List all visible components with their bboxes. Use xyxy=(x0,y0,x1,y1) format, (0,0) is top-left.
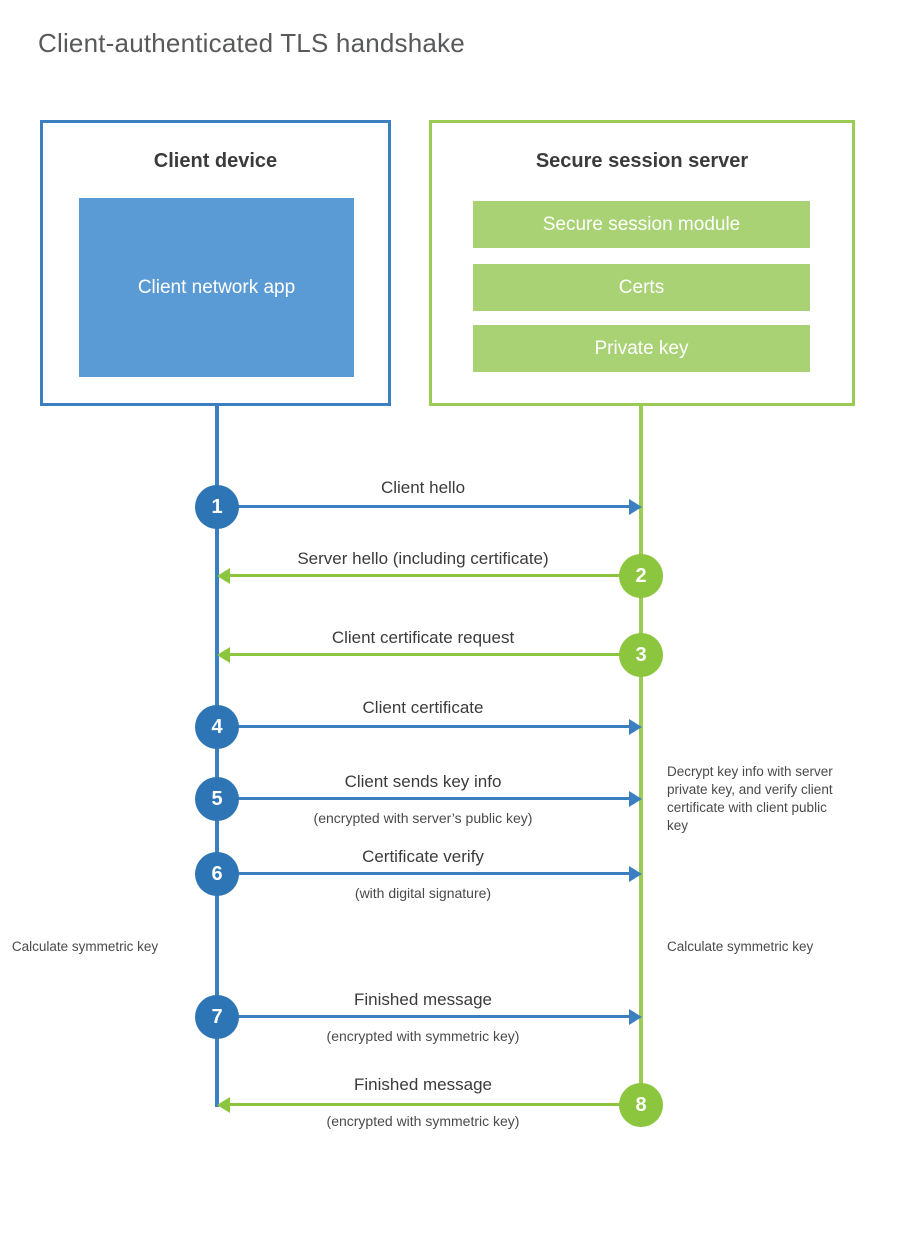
step-7-sublabel: (encrypted with symmetric key) xyxy=(326,1028,520,1044)
step-5-label: Client sends key info xyxy=(344,772,502,791)
step-8-label: Finished message xyxy=(354,1075,492,1094)
step-6-label: Certificate verify xyxy=(362,847,484,866)
step-1-arrow-line xyxy=(217,505,629,508)
step-8-arrow-line xyxy=(230,1103,641,1106)
page-title: Client-authenticated TLS handshake xyxy=(38,28,465,58)
step-8-arrow-head-icon xyxy=(217,1097,230,1113)
step-8-circle: 8 xyxy=(619,1083,663,1127)
step-1-arrow-head-icon xyxy=(629,499,642,515)
step-5-circle: 5 xyxy=(195,777,239,821)
step-4-arrow-line xyxy=(217,725,629,728)
step-2-circle: 2 xyxy=(619,554,663,598)
step-3-circle: 3 xyxy=(619,633,663,677)
step-4-circle: 4 xyxy=(195,705,239,749)
step-5-arrow-head-icon xyxy=(629,791,642,807)
secure-session-server-box: Secure session server Secure session mod… xyxy=(429,120,855,406)
server-calculate-symmetric-key-note: Calculate symmetric key xyxy=(667,939,814,954)
step-5-arrow-line xyxy=(217,797,629,800)
step-6-arrow-head-icon xyxy=(629,866,642,882)
step-8-sublabel: (encrypted with symmetric key) xyxy=(326,1113,520,1129)
client-device-title: Client device xyxy=(153,150,278,172)
client-lifeline xyxy=(215,405,219,1107)
server-bar-private-key: Private key xyxy=(473,325,810,372)
step-4-arrow-head-icon xyxy=(629,719,642,735)
secure-session-server-title: Secure session server xyxy=(535,150,749,172)
step-3-arrow-line xyxy=(230,653,641,656)
client-calculate-symmetric-key-note: Calculate symmetric key xyxy=(11,939,159,954)
step-1-label: Client hello xyxy=(380,478,466,497)
server-bar-secure-session-module: Secure session module xyxy=(473,201,810,248)
step-2-arrow-line xyxy=(230,574,641,577)
step-3-label: Client certificate request xyxy=(331,628,515,647)
step-4-label: Client certificate xyxy=(362,698,484,717)
step-7-label: Finished message xyxy=(354,990,492,1009)
server-bar-certs: Certs xyxy=(473,264,810,311)
step-3-arrow-head-icon xyxy=(217,647,230,663)
step-7-arrow-line xyxy=(217,1015,629,1018)
step-7-circle: 7 xyxy=(195,995,239,1039)
step-6-sublabel: (with digital signature) xyxy=(354,885,492,901)
step-2-arrow-head-icon xyxy=(217,568,230,584)
step-6-circle: 6 xyxy=(195,852,239,896)
server-decrypt-note: Decrypt key info with server private key… xyxy=(667,764,833,833)
client-network-app-block: Client network app xyxy=(79,198,354,377)
step-2-label: Server hello (including certificate) xyxy=(297,549,549,568)
client-device-box: Client device Client network app xyxy=(40,120,391,406)
server-lifeline xyxy=(639,405,643,1105)
step-7-arrow-head-icon xyxy=(629,1009,642,1025)
step-1-circle: 1 xyxy=(195,485,239,529)
step-6-arrow-line xyxy=(217,872,629,875)
step-5-sublabel: (encrypted with server’s public key) xyxy=(313,810,533,826)
